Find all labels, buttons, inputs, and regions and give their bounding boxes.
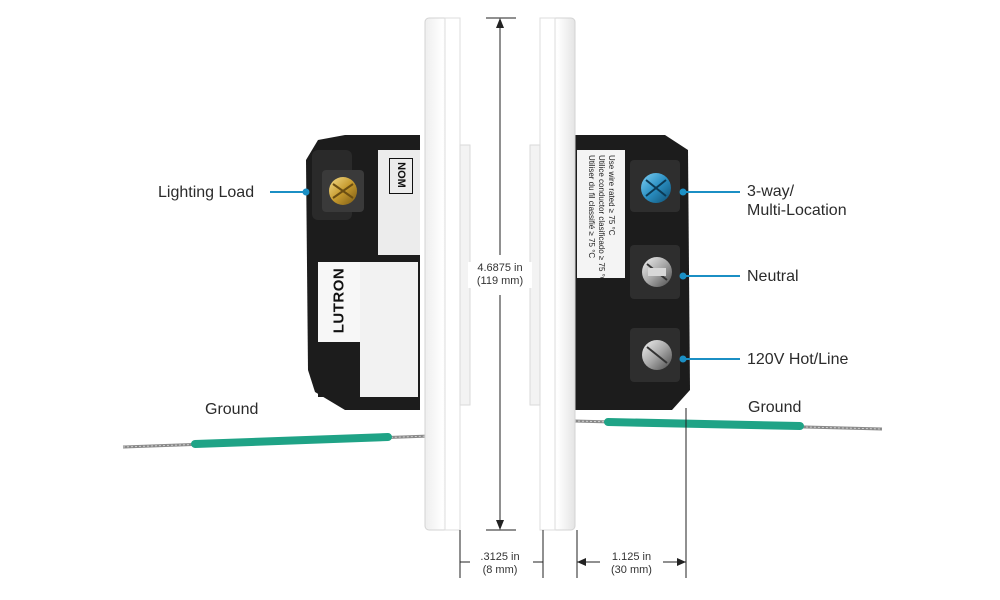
callout-leaders xyxy=(270,188,740,363)
ground-wire-left xyxy=(122,433,431,449)
plate-thickness-label: .3125 in (8 mm) xyxy=(480,551,520,576)
ground-wire-right xyxy=(573,418,883,431)
label-ground-right: Ground xyxy=(748,399,802,416)
height-dimension-label: 4.6875 in (119 mm) xyxy=(468,262,532,288)
device-back-right xyxy=(575,135,690,410)
wire-rating-es: Utilice conductor clasificado ≥ 75 °C xyxy=(597,155,606,278)
wallplate-right xyxy=(529,17,576,531)
wire-rating-text: Use wire rated ≥ 75 °C Utilice conductor… xyxy=(577,150,625,278)
depth-label: 1.125 in (30 mm) xyxy=(611,551,652,576)
label-ground-left: Ground xyxy=(205,401,259,418)
wire-rating-fr: Utiliser du fil classifié ≥ 75 °C xyxy=(587,155,596,259)
device-back-left xyxy=(306,135,420,410)
wire-rating-label xyxy=(577,150,625,278)
brand-logo: LUTRON xyxy=(330,267,348,334)
depth-dimension xyxy=(576,408,687,578)
label-three-way: 3-way/ Multi-Location xyxy=(747,183,847,219)
label-lighting-load: Lighting Load xyxy=(158,184,255,201)
wire-rating-en: Use wire rated ≥ 75 °C xyxy=(607,155,616,236)
plate-thickness-dimension xyxy=(459,530,544,578)
label-hot-line: 120V Hot/Line xyxy=(747,351,849,368)
wallplate-left xyxy=(424,17,471,531)
label-neutral: Neutral xyxy=(747,268,799,285)
device-label-sticker xyxy=(378,150,420,255)
height-dimension-line xyxy=(486,17,516,531)
nom-mark: NOM xyxy=(389,158,413,194)
